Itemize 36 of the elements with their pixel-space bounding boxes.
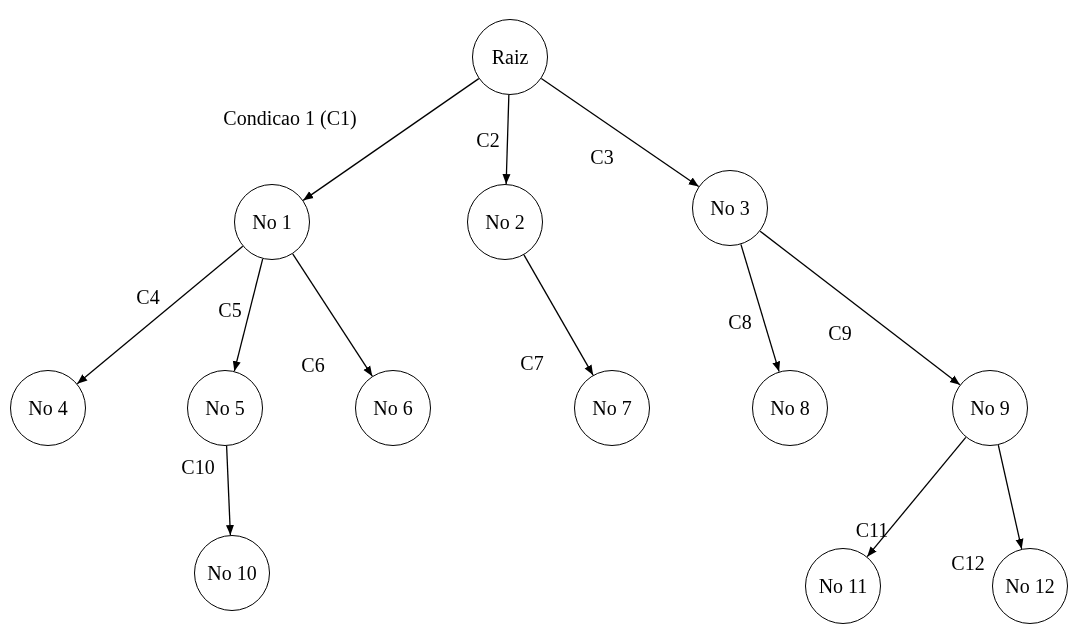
node-label: No 10 <box>207 563 257 583</box>
arrow <box>540 77 700 188</box>
edge-label: C2 <box>476 130 500 150</box>
arrow <box>866 436 967 558</box>
arrow <box>997 444 1024 550</box>
edge-label: C6 <box>301 355 325 375</box>
arrow <box>232 258 264 372</box>
edge-label: C9 <box>828 323 852 343</box>
arrow <box>302 78 480 201</box>
edge-label: C3 <box>590 147 614 167</box>
node-label: No 11 <box>818 576 868 596</box>
node-label: No 5 <box>205 398 245 418</box>
node-label: No 7 <box>592 398 632 418</box>
edge-label: C11 <box>855 520 889 540</box>
node-label: No 9 <box>970 398 1010 418</box>
node-label: No 1 <box>252 212 292 232</box>
edge-label: C10 <box>181 457 215 477</box>
edge-label: C4 <box>136 287 160 307</box>
edge-label: C5 <box>218 300 242 320</box>
arrow <box>76 245 244 385</box>
edge-label: Condicao 1 (C1) <box>223 108 357 128</box>
arrow <box>225 445 234 536</box>
node-label: No 3 <box>710 198 750 218</box>
node-label: No 12 <box>1005 576 1055 596</box>
node-label: No 2 <box>485 212 525 232</box>
arrow <box>759 230 961 386</box>
edge-label: C7 <box>520 353 544 373</box>
edge-label: C12 <box>951 553 985 573</box>
node-label: No 8 <box>770 398 810 418</box>
node-label: No 6 <box>373 398 413 418</box>
node-label: No 4 <box>28 398 68 418</box>
arrow <box>523 254 594 376</box>
arrow <box>502 94 511 185</box>
arrow <box>292 253 373 377</box>
edge-label: C8 <box>728 312 752 332</box>
node-label: Raiz <box>491 47 529 67</box>
